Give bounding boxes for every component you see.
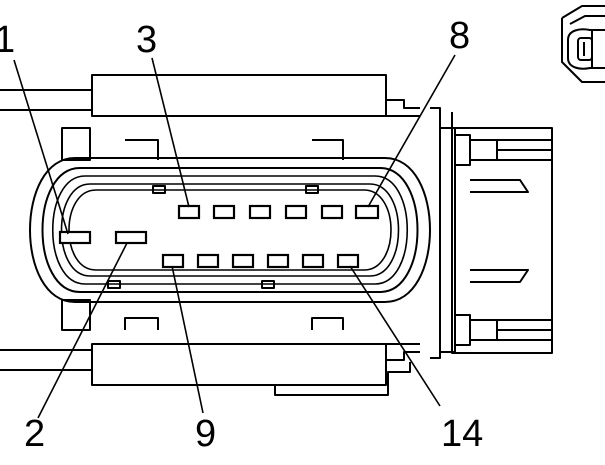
pin-1-cavity bbox=[58, 230, 92, 245]
pin-cavities bbox=[58, 204, 380, 269]
callout-pin-3: 3 bbox=[136, 19, 157, 61]
pin-callouts: 1 3 8 2 9 14 bbox=[0, 15, 483, 455]
connector-flange bbox=[430, 107, 553, 359]
callout-pin-1: 1 bbox=[0, 19, 15, 61]
leader-lines bbox=[13, 54, 456, 419]
callout-pin-2: 2 bbox=[24, 413, 45, 455]
callout-pin-14: 14 bbox=[441, 413, 483, 455]
upper-pin-row bbox=[177, 204, 380, 220]
callout-pin-9: 9 bbox=[195, 413, 216, 455]
lower-pin-row bbox=[161, 253, 360, 269]
connector-thumbnail bbox=[561, 5, 605, 83]
pin-2-cavity bbox=[114, 230, 148, 245]
connector-body bbox=[0, 74, 420, 396]
connector-face bbox=[29, 157, 431, 303]
callout-pin-8: 8 bbox=[449, 15, 470, 57]
